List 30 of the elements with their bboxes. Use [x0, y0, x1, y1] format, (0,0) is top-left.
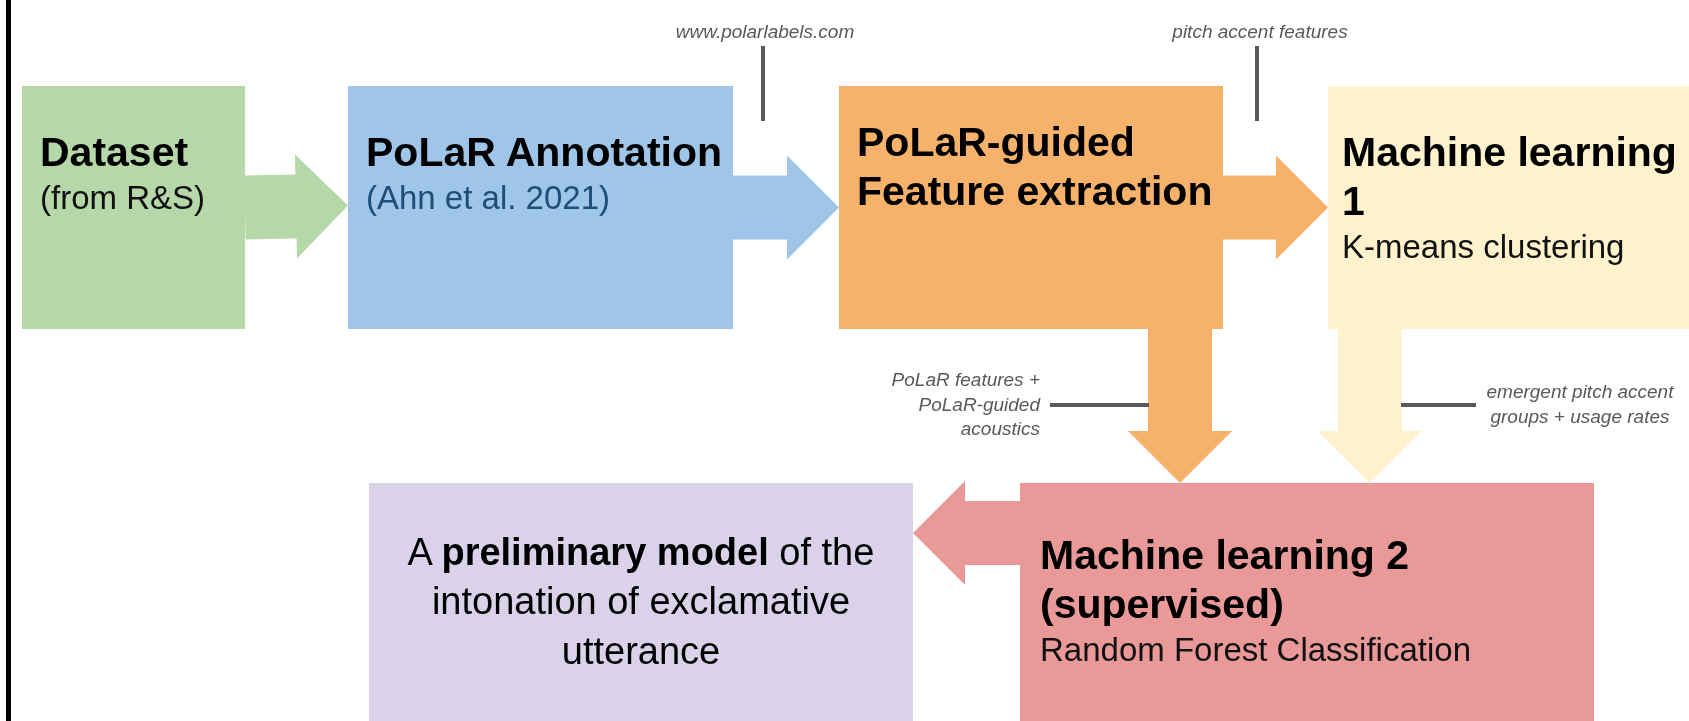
box-title: PoLaR Annotation	[366, 128, 723, 177]
leader-note: PoLaR features + PoLaR-guided acoustics	[880, 363, 1050, 447]
leader-line	[761, 46, 765, 121]
feature-extraction-box	[839, 86, 1223, 329]
block-arrow	[733, 155, 839, 260]
box-title: Machine learning 1	[1342, 128, 1678, 227]
leader-line	[1255, 46, 1259, 121]
box-subtitle: (from R&S)	[40, 178, 206, 219]
dataset-box	[22, 86, 245, 329]
machine-learning-box	[1328, 86, 1689, 329]
leader-note: www.polarlabels.com	[640, 18, 890, 46]
box-subtitle: K-means clustering	[1342, 227, 1626, 268]
machine-learning-box	[1020, 483, 1594, 721]
annotation-box	[348, 86, 733, 329]
box-title: PoLaR-guided Feature extraction	[857, 118, 1213, 217]
box-subtitle: Random Forest Classification	[1040, 630, 1472, 671]
box-title: Machine learning 2 (supervised)	[1040, 531, 1411, 630]
leader-note: pitch accent features	[1140, 18, 1380, 46]
block-arrow	[1128, 329, 1232, 483]
box-title: Dataset	[40, 128, 190, 177]
block-arrow	[913, 481, 1020, 585]
model-box	[369, 483, 913, 721]
model-description: A preliminary model of the intonation of exclamative utterance	[406, 529, 876, 674]
block-arrow	[1223, 155, 1328, 260]
box-subtitle: (Ahn et al. 2021)	[366, 178, 611, 219]
leader-line	[1050, 403, 1149, 407]
block-arrow	[244, 154, 348, 259]
leader-line	[1401, 403, 1476, 407]
block-arrow	[1317, 328, 1422, 483]
leader-note: emergent pitch accent groups + usage rates	[1476, 363, 1676, 447]
